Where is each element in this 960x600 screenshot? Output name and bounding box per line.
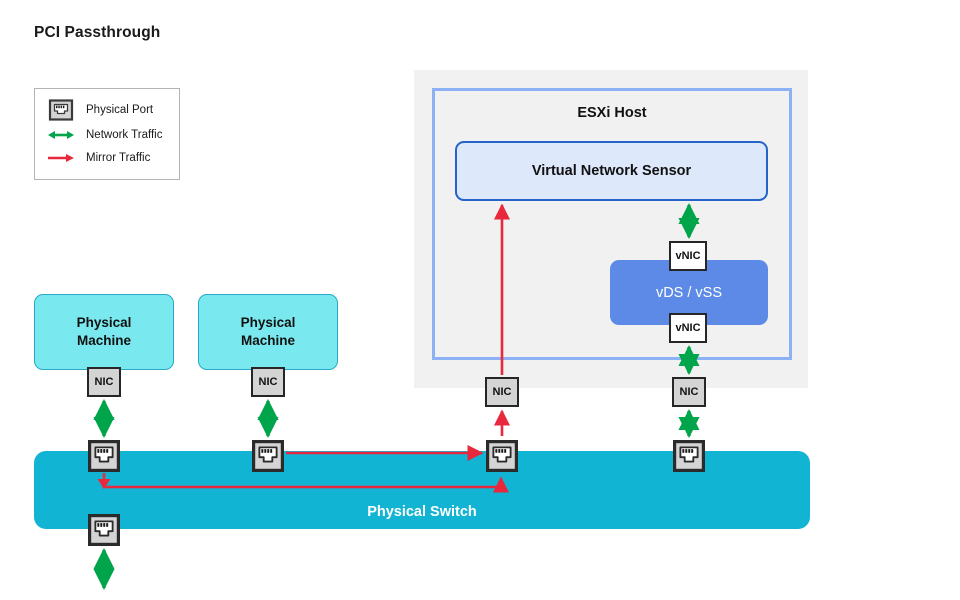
vnic-bottom[interactable]: vNIC: [669, 313, 707, 343]
diagram-legend: Physical Port Network Traffic Mirror Tra…: [34, 88, 180, 180]
single-arrow-icon: [45, 147, 77, 169]
physical-port-5[interactable]: [87, 513, 120, 546]
legend-label-network-traffic: Network Traffic: [86, 129, 163, 141]
physical-port-3[interactable]: [485, 439, 518, 472]
nic-esxi-host[interactable]: NIC: [672, 377, 706, 407]
vnic-label: vNIC: [675, 250, 701, 262]
physical-port-icon: [45, 99, 77, 121]
vnic-label: vNIC: [675, 322, 701, 334]
nic-label: NIC: [94, 376, 114, 388]
nic-label: NIC: [492, 386, 512, 398]
physical-switch-label: Physical Switch: [367, 504, 477, 520]
nic-label: NIC: [258, 376, 278, 388]
vnic-top[interactable]: vNIC: [669, 241, 707, 271]
legend-label-mirror-traffic: Mirror Traffic: [86, 152, 151, 164]
legend-label-physical-port: Physical Port: [86, 104, 154, 116]
physical-port-1[interactable]: [87, 439, 120, 472]
legend-item-network-traffic: Network Traffic: [45, 124, 162, 146]
legend-item-physical-port: Physical Port: [45, 99, 153, 121]
nic-mirror-passthrough[interactable]: NIC: [485, 377, 519, 407]
physical-port-2[interactable]: [251, 439, 284, 472]
page-title: PCI Passthrough: [34, 24, 161, 41]
legend-item-mirror-traffic: Mirror Traffic: [45, 147, 150, 169]
nic-physical-machine-2[interactable]: NIC: [251, 367, 285, 397]
nic-physical-machine-1[interactable]: NIC: [87, 367, 121, 397]
vds-vss-label: vDS / vSS: [655, 284, 723, 301]
physical-port-4[interactable]: [672, 439, 705, 472]
virtual-network-sensor-box[interactable]: Virtual Network Sensor: [455, 141, 768, 201]
nic-label: NIC: [679, 386, 699, 398]
double-arrow-icon: [45, 124, 77, 146]
esxi-host-label: ESXi Host: [577, 105, 647, 121]
virtual-network-sensor-label: Virtual Network Sensor: [531, 163, 692, 179]
